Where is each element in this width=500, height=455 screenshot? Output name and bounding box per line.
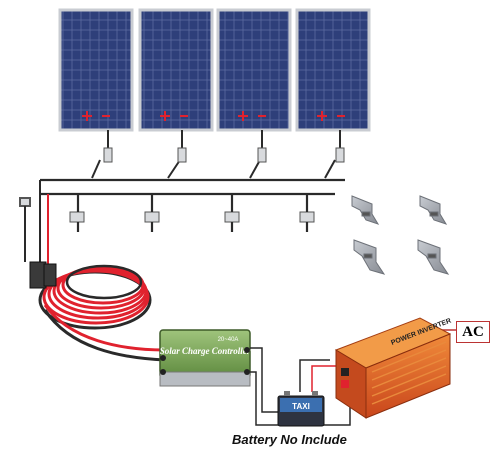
parallel-bus	[40, 178, 345, 232]
controller-label: Solar Charge Controller	[160, 346, 251, 356]
battery-caption: Battery No Include	[232, 432, 347, 447]
solar-panels	[58, 8, 371, 132]
controller-model: 20~40A	[218, 337, 239, 343]
solar-panel-4	[295, 8, 371, 132]
battery-brand: TAXI	[292, 402, 310, 411]
cable-coil	[29, 261, 166, 362]
ac-output-label: AC	[456, 321, 490, 343]
power-inverter: POWER INVERTER	[334, 317, 452, 419]
solar-panel-2	[138, 8, 214, 132]
charge-controller: Solar Charge Controller 20~40A	[159, 329, 251, 387]
mounting-brackets	[351, 195, 450, 275]
solar-panel-3	[216, 8, 292, 132]
panel-leads	[91, 130, 341, 179]
battery: TAXI	[277, 391, 325, 427]
bracket-4	[417, 239, 450, 275]
dc-wiring	[250, 329, 458, 426]
drop-cables	[19, 180, 49, 272]
mc4-connectors	[69, 147, 345, 223]
bracket-3	[353, 239, 386, 275]
solar-panel-1	[58, 8, 134, 132]
bracket-2	[419, 195, 448, 225]
polarity-marks	[82, 111, 345, 121]
bracket-1	[351, 195, 380, 225]
